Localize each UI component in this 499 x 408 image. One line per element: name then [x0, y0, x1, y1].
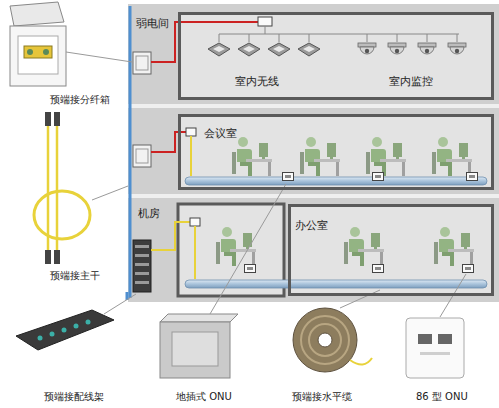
room-box: 室内无线 室内监控 [178, 12, 494, 100]
node-text: 室内监控 [389, 75, 433, 88]
node-text: 会议室 [204, 127, 237, 140]
part-label: 预端接水平缆 [292, 391, 352, 403]
floor-band: 机房办公室 [128, 198, 499, 298]
part-label: 预端接主干 [50, 270, 100, 282]
room-box: 会议室 [178, 114, 494, 190]
part-label: 预端接分纤箱 [50, 94, 110, 106]
part-label: 地插式 ONU [176, 391, 232, 403]
node-text: 机房 [138, 207, 160, 220]
part-label: 86 型 ONU [416, 391, 468, 403]
node-text: 室内无线 [235, 75, 279, 88]
part-label: 预端接配线架 [44, 391, 104, 403]
floor-band: 弱电间室内无线 室内监控 [128, 4, 499, 104]
node-text: 办公室 [295, 219, 328, 232]
node-text: 弱电间 [136, 17, 169, 30]
room-box: 办公室 [288, 204, 494, 296]
